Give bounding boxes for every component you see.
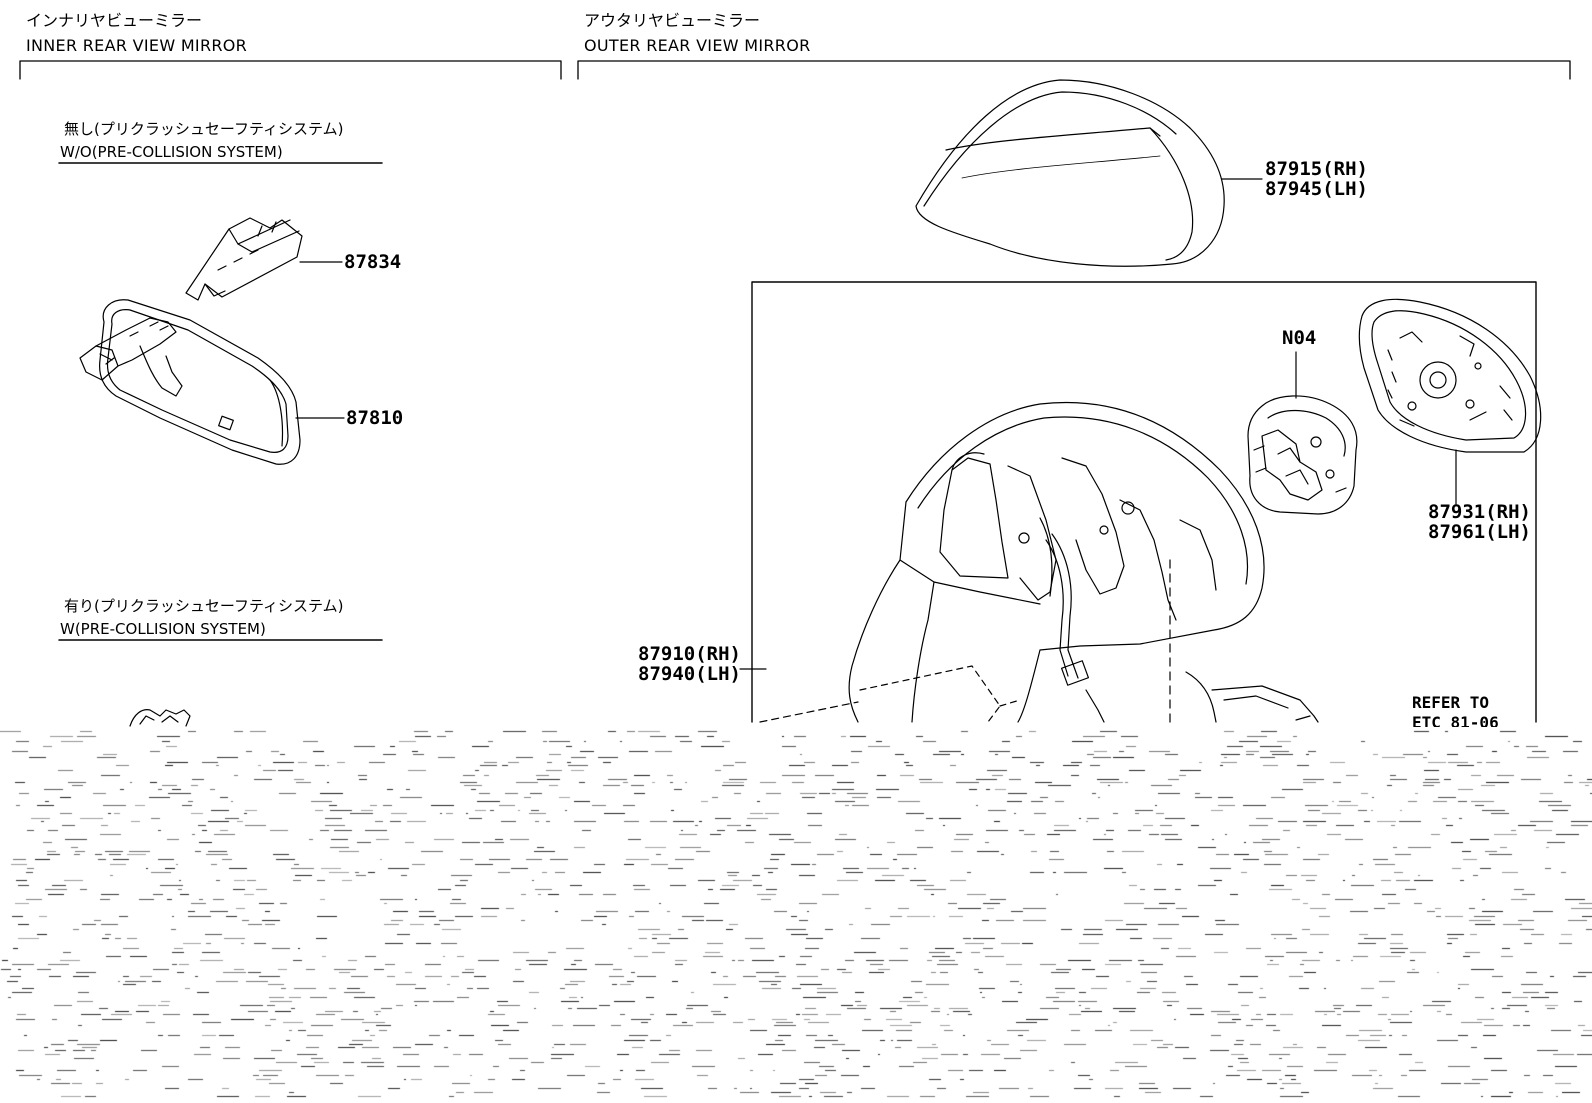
mirror-glass-holder: [1358, 298, 1542, 453]
outer-section-bracket: [577, 60, 1571, 80]
inner-title-en: INNER REAR VIEW MIRROR: [26, 36, 247, 55]
part-number-87961-lh: 87961(LH): [1428, 521, 1531, 543]
part-number-87810: 87810: [346, 407, 403, 429]
inner-title-jp: インナリヤビューミラー: [26, 11, 202, 30]
mirror-cover-87834: [185, 217, 303, 301]
without-pcs-label-en: W/O(PRE-COLLISION SYSTEM): [60, 143, 283, 161]
assembly-box: [751, 281, 1537, 723]
part-number-87910-rh: 87910(RH): [638, 643, 741, 665]
outer-mirror-body: [848, 401, 1319, 723]
outer-title-jp: アウタリヤビューミラー: [584, 11, 760, 30]
part-number-87940-lh: 87940(LH): [638, 663, 741, 685]
outer-title-en: OUTER REAR VIEW MIRROR: [584, 36, 811, 55]
degraded-scan-region: [0, 727, 1592, 1099]
with-pcs-label-en: W(PRE-COLLISION SYSTEM): [60, 620, 266, 638]
part-number-87931-rh: 87931(RH): [1428, 501, 1531, 523]
refer-to-label: REFER TO: [1412, 693, 1489, 712]
part-number-87915-rh: 87915(RH): [1265, 158, 1368, 180]
inner-mirror-87810: [79, 299, 301, 465]
pcs-mirror-fragment: [129, 709, 191, 727]
mirror-motor-n04: [1247, 395, 1358, 515]
outer-mirror-cover: [915, 79, 1225, 267]
with-pcs-label-jp: 有り(プリクラッシュセーフティシステム): [64, 597, 343, 615]
without-pcs-label-jp: 無し(プリクラッシュセーフティシステム): [64, 120, 343, 138]
leader-dashed-87910: [759, 701, 859, 723]
part-number-87945-lh: 87945(LH): [1265, 178, 1368, 200]
inner-section-bracket: [19, 60, 562, 80]
part-number-n04: N04: [1282, 327, 1316, 349]
part-number-87834: 87834: [344, 251, 401, 273]
